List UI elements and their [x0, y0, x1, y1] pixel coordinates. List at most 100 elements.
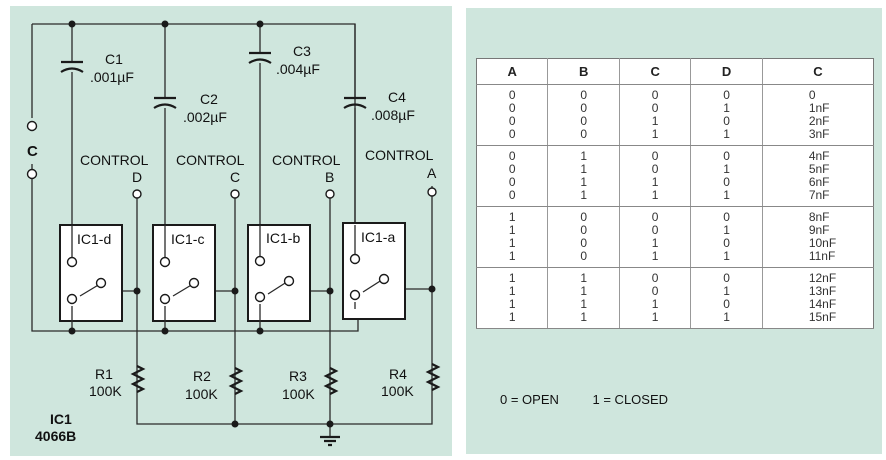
switch-state-cell: 1	[690, 285, 763, 298]
switch-state-cell: 0	[619, 102, 692, 115]
capacitance-cell: 6nF	[808, 175, 830, 189]
switch-state-cell: 0	[690, 237, 763, 250]
r3-name: R3	[289, 368, 307, 384]
capacitance-cell: 4nF	[808, 149, 830, 163]
cap2-name: C2	[200, 91, 218, 107]
switch-state-cell: 1	[476, 237, 549, 250]
capacitance-cell: 14nF	[808, 297, 837, 311]
r2-name: R2	[193, 368, 211, 384]
switch-state-cell: 1	[619, 237, 692, 250]
schematic-diagram: C C1 .001µF C2 .002µF C3 .004µF C4 .008µ…	[26, 20, 441, 447]
legend-open: 0 = OPEN	[500, 392, 559, 407]
switch-state-cell: 0	[690, 145, 763, 163]
switch-state-cell: 1	[547, 189, 620, 207]
terminal-c-bottom	[26, 168, 38, 180]
resistor-r4	[425, 363, 441, 391]
capacitance-cell: 12nF	[808, 271, 837, 285]
switch-state-cell: 0	[547, 115, 620, 128]
cap1-name: C1	[105, 51, 123, 67]
ic-part: 4066B	[35, 428, 76, 444]
switch-state-cell: 0	[476, 102, 549, 115]
cap3-name: C3	[293, 43, 311, 59]
switch-state-cell: 1	[619, 250, 692, 268]
switch-state-cell: 0	[476, 176, 549, 189]
switch-ic1-c-label: IC1-c	[171, 231, 204, 247]
legend-closed: 1 = CLOSED	[592, 392, 669, 407]
r2-value: 100K	[185, 386, 218, 402]
switch-block-ic1-b	[247, 224, 311, 322]
cap3-value: .004µF	[276, 61, 320, 77]
switch-state-cell: 1	[476, 267, 549, 285]
capacitance-cell: 11nF	[762, 250, 874, 268]
control-c-letter: C	[230, 169, 240, 185]
capacitance-cell: 5nF	[808, 162, 830, 176]
switch-state-cell: 1	[547, 176, 620, 189]
header-a: A	[476, 58, 549, 85]
switch-state-cell: 1	[619, 189, 692, 207]
switch-block-ic1-d	[59, 224, 123, 322]
switch-state-cell: 0	[547, 206, 620, 224]
switch-state-cell: 0	[476, 115, 549, 128]
table-header-row: A B C D C	[476, 58, 874, 85]
capacitance-cell: 2nF	[808, 114, 830, 128]
switch-block-ic1-c	[152, 224, 216, 322]
capacitance-cell: 1nF	[808, 101, 830, 115]
capacitance-cell: 0	[808, 88, 816, 102]
terminal-label: C	[27, 143, 38, 160]
switch-state-cell: 0	[547, 224, 620, 237]
switch-state-cell: 1	[476, 224, 549, 237]
switch-state-cell: 1	[690, 163, 763, 176]
switch-state-cell: 1	[547, 311, 620, 329]
switch-state-cell: 1	[690, 128, 763, 146]
control-d-label: CONTROL	[80, 152, 149, 168]
switch-state-cell: 0	[690, 206, 763, 224]
switch-state-cell: 0	[476, 163, 549, 176]
cap2-value: .002µF	[183, 109, 227, 125]
capacitance-cell: 3nF	[762, 128, 874, 146]
switch-state-cell: 0	[619, 84, 692, 102]
switch-state-cell: 1	[690, 250, 763, 268]
terminal-c-top	[26, 120, 38, 132]
switch-state-cell: 0	[619, 224, 692, 237]
switch-ic1-d-label: IC1-d	[77, 231, 111, 247]
switch-state-cell: 0	[476, 189, 549, 207]
switch-state-cell: 1	[690, 311, 763, 329]
header-capacitance: C	[762, 58, 874, 85]
capacitance-cell: 9nF	[808, 223, 830, 237]
control-b-label: CONTROL	[272, 152, 341, 168]
cap4-value: .008µF	[371, 107, 415, 123]
switch-state-cell: 0	[690, 298, 763, 311]
switch-ic1-a-label: IC1-a	[361, 229, 395, 245]
switch-state-cell: 1	[619, 311, 692, 329]
schematic-panel: C C1 .001µF C2 .002µF C3 .004µF C4 .008µ…	[10, 6, 452, 456]
switch-state-cell: 0	[476, 128, 549, 146]
switch-state-cell: 1	[619, 176, 692, 189]
switch-state-cell: 1	[690, 102, 763, 115]
resistor-r1	[130, 365, 146, 393]
capacitance-cell: 15nF	[762, 311, 874, 329]
header-c: C	[619, 58, 692, 85]
switch-state-cell: 1	[690, 189, 763, 207]
switch-state-cell: 1	[619, 115, 692, 128]
switch-state-cell: 1	[476, 298, 549, 311]
switch-state-cell: 0	[547, 84, 620, 102]
switch-state-cell: 1	[547, 298, 620, 311]
switch-state-cell: 0	[619, 206, 692, 224]
switch-state-cell: 1	[476, 250, 549, 268]
ic-label: IC1	[50, 411, 72, 427]
r3-value: 100K	[282, 386, 315, 402]
